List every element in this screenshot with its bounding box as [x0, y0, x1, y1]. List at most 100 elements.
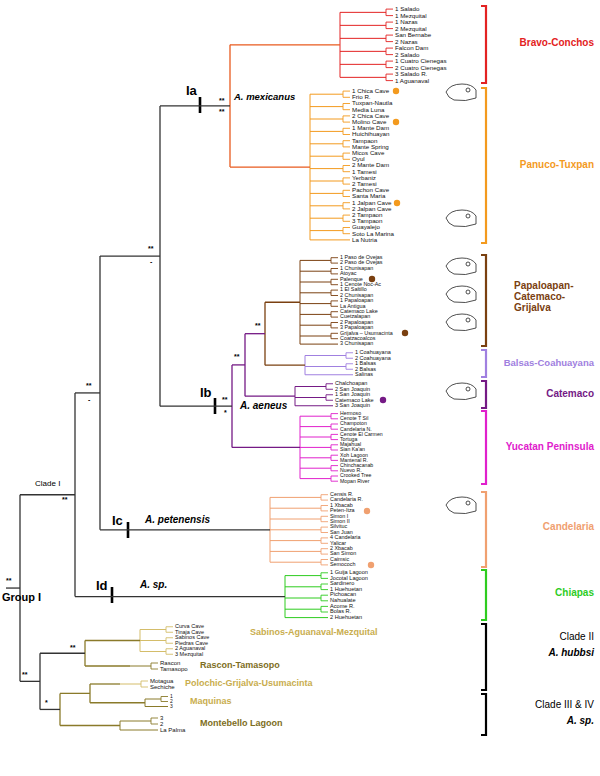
branch — [300, 260, 331, 261]
branch — [321, 559, 328, 560]
branch — [151, 663, 158, 664]
branch — [331, 476, 338, 477]
branch — [343, 115, 350, 116]
branch — [331, 273, 338, 274]
branch — [343, 202, 350, 203]
species-name: A. petenensis — [145, 515, 210, 525]
branch — [321, 521, 328, 522]
branch — [331, 418, 338, 419]
branch — [300, 314, 331, 315]
branch — [285, 609, 321, 610]
branch — [295, 405, 333, 406]
branch — [166, 648, 173, 649]
branch — [386, 67, 393, 68]
branch — [331, 327, 338, 328]
branch — [270, 551, 321, 552]
branch — [85, 640, 140, 641]
support-value: ** — [62, 496, 67, 503]
branch — [166, 643, 173, 644]
branch — [140, 640, 166, 641]
branch — [140, 629, 166, 630]
branch — [331, 424, 338, 425]
branch — [265, 302, 300, 303]
branch — [321, 554, 328, 555]
branch — [141, 687, 148, 688]
branch — [160, 406, 232, 407]
branch — [300, 325, 331, 326]
support-value: ** — [70, 644, 75, 651]
branch — [343, 208, 350, 209]
branch — [300, 468, 331, 469]
branch — [331, 444, 338, 445]
branch — [343, 91, 350, 92]
lineage-name: Candelaria — [543, 522, 594, 532]
branch — [161, 701, 168, 702]
taxon-label: 2 Nazas — [395, 39, 418, 45]
taxon-label: Sechiche — [150, 684, 175, 690]
branch — [331, 465, 338, 466]
clade-brackets — [481, 6, 486, 735]
branch — [300, 478, 331, 479]
species-name: A. mexicanus — [234, 92, 295, 102]
branch — [75, 596, 285, 597]
branch — [160, 105, 230, 106]
taxon-label: 2 Mezquital — [395, 26, 427, 32]
branch — [343, 122, 350, 123]
lineage-name: Chiapas — [555, 588, 594, 598]
branch — [100, 529, 270, 530]
branch — [331, 306, 338, 307]
branch — [270, 497, 321, 498]
branch — [145, 706, 168, 707]
branch — [75, 392, 100, 393]
branch — [85, 665, 130, 666]
branch — [343, 227, 350, 228]
branch — [151, 718, 158, 719]
taxon-label: 2 — [160, 721, 163, 727]
support-value: ** — [6, 577, 11, 584]
taxon-label: Rascon — [160, 660, 180, 666]
branch — [310, 143, 343, 144]
branch — [386, 22, 393, 23]
branch — [321, 589, 328, 590]
branch — [331, 322, 338, 323]
branch — [300, 457, 331, 458]
branch — [295, 386, 326, 387]
branch — [232, 447, 300, 448]
taxon-label: 1 Aguanaval — [395, 78, 429, 84]
branch — [295, 397, 326, 398]
branch — [141, 681, 148, 682]
lineage-name: Catemaco — [546, 389, 594, 399]
fish-heads — [446, 84, 476, 514]
branch — [166, 626, 173, 627]
taxon-label: 3 Chunisapan — [340, 341, 373, 346]
branch — [166, 637, 173, 638]
support-value: - — [150, 258, 152, 265]
branch — [310, 205, 343, 206]
branch — [386, 80, 393, 81]
branch — [265, 364, 305, 365]
branch — [321, 606, 328, 607]
branch — [343, 159, 350, 160]
branch — [90, 702, 145, 703]
branch — [270, 540, 321, 541]
taxon-label: Mopan River — [340, 479, 369, 484]
branch — [300, 336, 331, 337]
branch — [331, 263, 338, 264]
support-value: - — [88, 396, 90, 403]
taxon-label: Salinas — [355, 372, 373, 378]
branch — [343, 109, 350, 110]
branch — [343, 196, 350, 197]
lineage-name: Yucatan Peninsula — [506, 442, 594, 452]
branch — [60, 693, 90, 694]
branch — [321, 564, 328, 565]
clade-ticks — [112, 97, 215, 603]
branch — [305, 355, 346, 356]
taxon-label: 3 Mezquital — [175, 652, 203, 658]
branch — [343, 190, 350, 191]
taxon-label: 3 — [170, 704, 173, 709]
taxon-label: 3 San Joaquin — [335, 403, 370, 409]
branch — [300, 447, 331, 448]
lineage-name: Rascon-Tamasopo — [200, 661, 280, 670]
branch — [386, 41, 393, 42]
branch — [305, 374, 353, 375]
